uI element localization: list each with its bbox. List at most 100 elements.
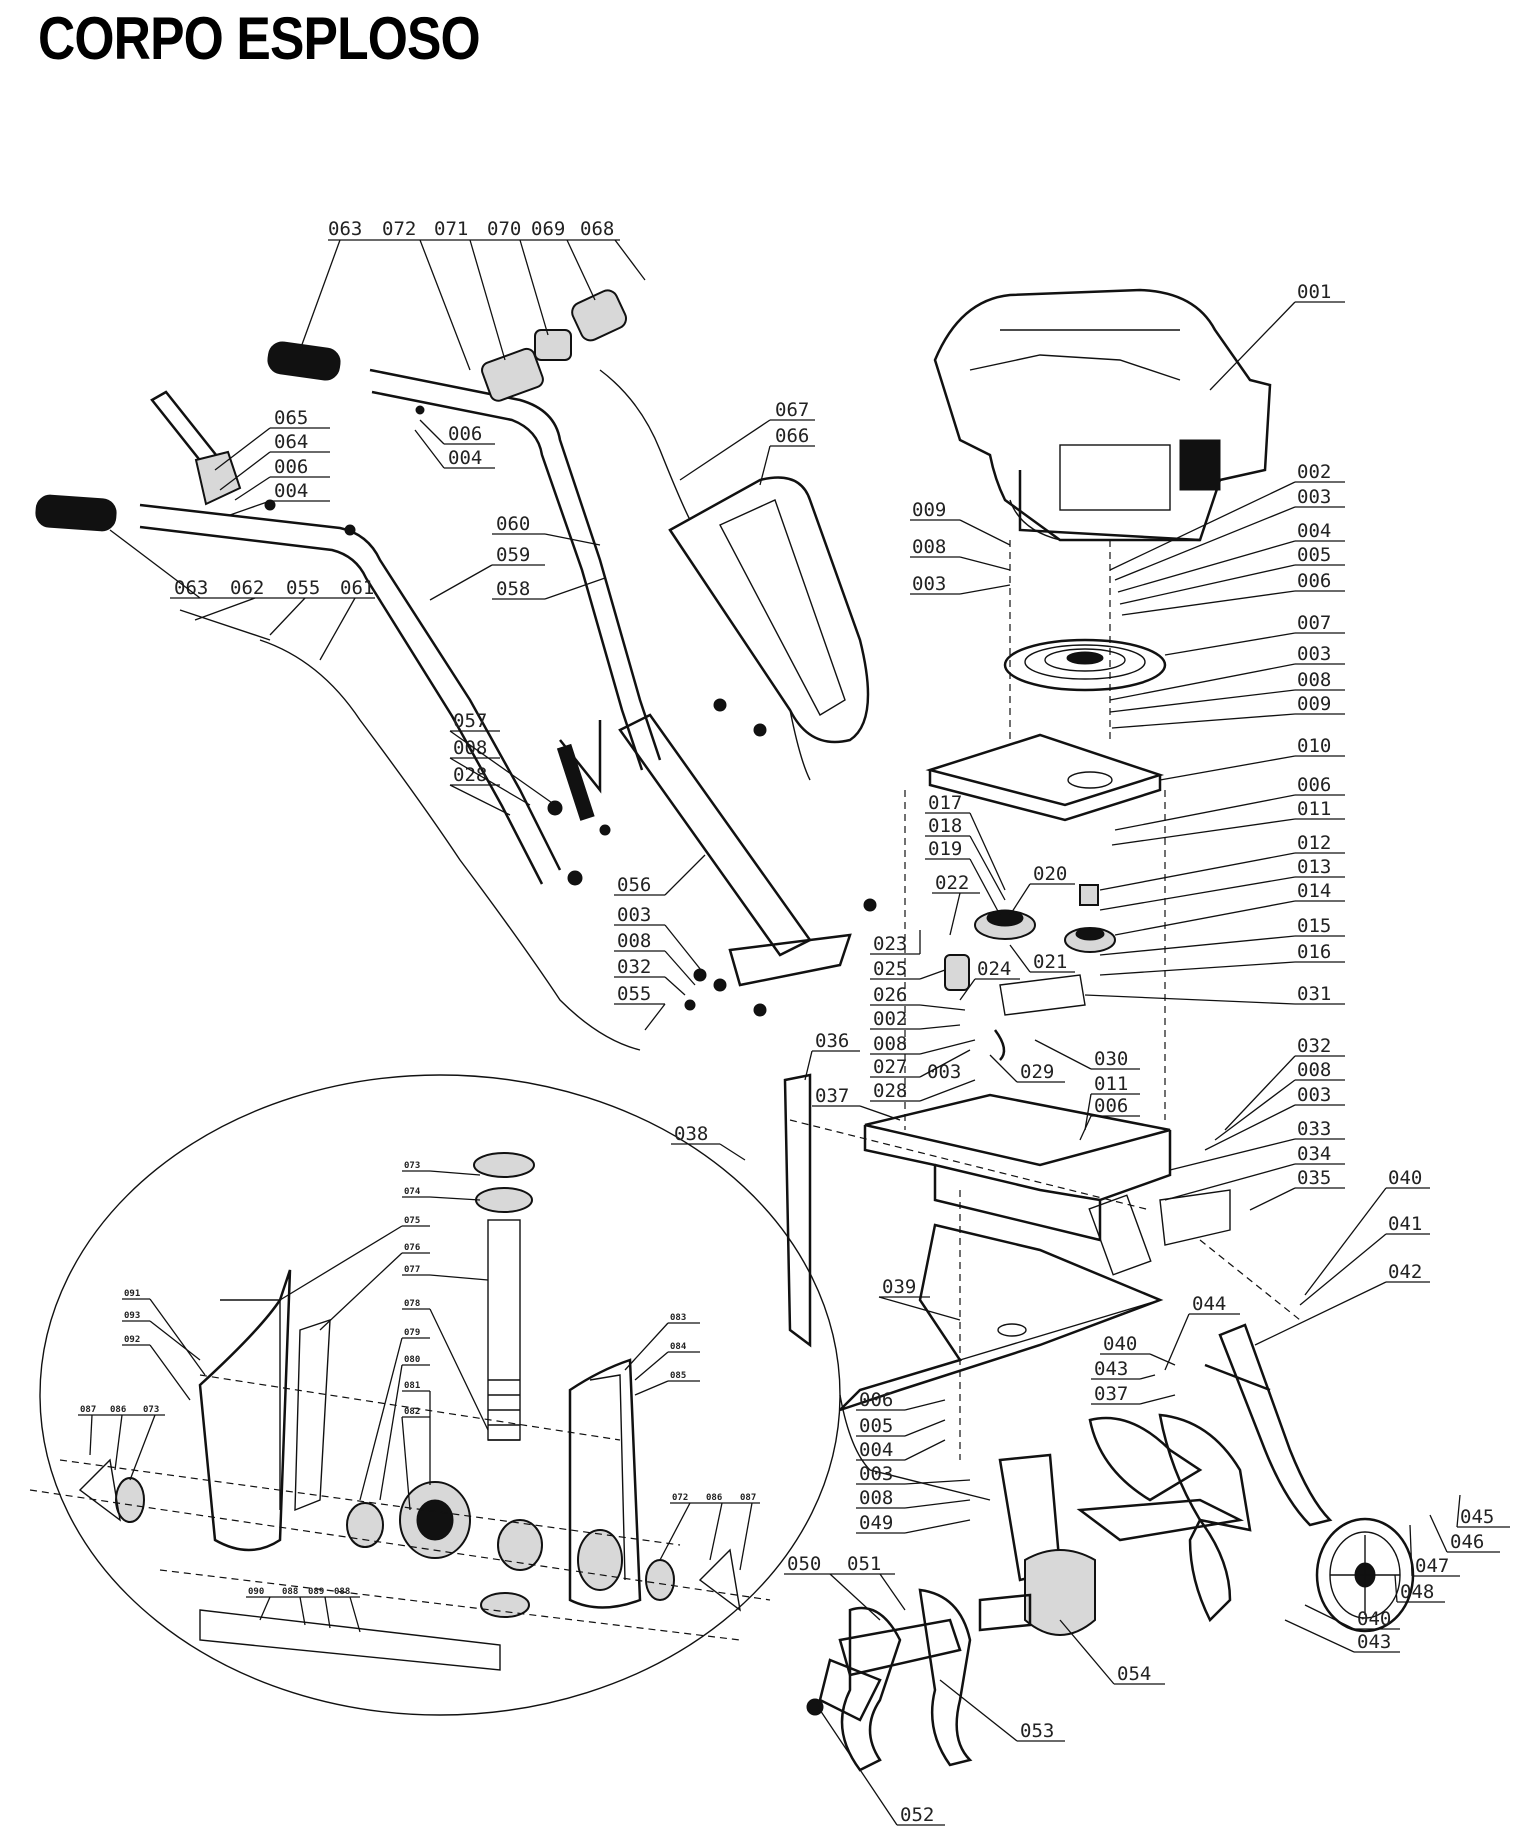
callout-052: 052: [900, 1804, 934, 1826]
callout-028-h: 028: [453, 764, 487, 786]
shield-039: [839, 1223, 1164, 1412]
callout-093: 093: [124, 1311, 140, 1321]
callout-073-l: 073: [143, 1405, 159, 1415]
callout-labels: 063 072 071 070 069 068 001 002 003 004 …: [78, 218, 1510, 1826]
inset-leaders: [78, 1170, 760, 1633]
frame-033: [863, 1093, 1231, 1276]
callout-031: 031: [1297, 983, 1331, 1005]
callout-008-m: 008: [859, 1487, 893, 1509]
callout-060: 060: [496, 513, 530, 535]
callout-066: 066: [775, 425, 809, 447]
callout-017: 017: [928, 792, 962, 814]
callout-004-hu: 004: [448, 447, 482, 469]
callout-087-r: 087: [740, 1493, 756, 1503]
callout-011-c: 011: [1094, 1073, 1128, 1095]
wheel-bracket-042: [1204, 1323, 1333, 1527]
callout-078: 078: [404, 1299, 420, 1309]
callout-036: 036: [815, 1030, 849, 1052]
handle-leaders: [109, 419, 815, 816]
callout-045: 045: [1460, 1506, 1494, 1528]
callout-012: 012: [1297, 832, 1331, 854]
callout-091: 091: [124, 1289, 140, 1299]
callout-004-m: 004: [859, 1439, 893, 1461]
callout-040-w: 040: [1357, 1608, 1391, 1630]
callout-032: 032: [1297, 1035, 1331, 1057]
callout-057: 057: [453, 710, 487, 732]
callout-002: 002: [1297, 461, 1331, 483]
callout-023: 023: [873, 933, 907, 955]
callout-080: 080: [404, 1355, 420, 1365]
callout-077: 077: [404, 1265, 420, 1275]
callout-053: 053: [1020, 1720, 1054, 1742]
callout-041: 041: [1388, 1213, 1422, 1235]
guide-lines: [789, 540, 1301, 1460]
callout-058: 058: [496, 578, 530, 600]
callout-088-b: 088: [334, 1587, 350, 1597]
wheel-048: [1315, 1517, 1415, 1633]
callout-065: 065: [274, 407, 308, 429]
depth-bar-036: [783, 1073, 812, 1348]
callout-074: 074: [404, 1187, 421, 1197]
callout-087-l: 087: [80, 1405, 96, 1415]
callout-061: 061: [340, 577, 374, 599]
callout-008-l: 008: [617, 930, 651, 952]
callout-008-c: 008: [873, 1033, 907, 1055]
callout-034: 034: [1297, 1143, 1331, 1165]
tines-left-053: [806, 1588, 973, 1772]
callout-064: 064: [274, 431, 308, 453]
callout-068: 068: [580, 218, 614, 240]
handlebar-assembly: [35, 289, 877, 1051]
tines-right: [1076, 1413, 1252, 1623]
callout-047: 047: [1415, 1555, 1449, 1577]
callout-037-m: 037: [1094, 1383, 1128, 1405]
callout-006-hl: 006: [274, 456, 308, 478]
callout-004: 004: [1297, 520, 1331, 542]
callout-040-m: 040: [1103, 1333, 1137, 1355]
gearbox-054: [978, 1453, 1096, 1636]
callout-072-r: 072: [672, 1493, 688, 1503]
callout-009-left: 009: [912, 499, 946, 521]
callout-069: 069: [531, 218, 565, 240]
engine-plate-010: [925, 733, 1165, 822]
callout-055-l: 055: [617, 983, 651, 1005]
callout-039: 039: [882, 1276, 916, 1298]
callout-063-top: 063: [328, 218, 362, 240]
callout-073-inset: 073: [404, 1161, 420, 1171]
callout-090: 090: [248, 1587, 264, 1597]
callout-043-w: 043: [1357, 1631, 1391, 1653]
callout-008-h: 008: [453, 737, 487, 759]
callout-070: 070: [487, 218, 521, 240]
callout-040: 040: [1388, 1167, 1422, 1189]
callout-013: 013: [1297, 856, 1331, 878]
callout-062: 062: [230, 577, 264, 599]
callout-079: 079: [404, 1328, 420, 1338]
callout-022: 022: [935, 872, 969, 894]
mid-pulleys: [944, 884, 1116, 1061]
callout-006-m: 006: [859, 1389, 893, 1411]
callout-081: 081: [404, 1381, 420, 1391]
callout-006-c: 006: [1094, 1095, 1128, 1117]
callout-014: 014: [1297, 880, 1331, 902]
page-title: CORPO ESPLOSO: [38, 5, 481, 72]
callout-067: 067: [775, 399, 809, 421]
callout-007: 007: [1297, 612, 1331, 634]
callout-063-bottom: 063: [174, 577, 208, 599]
engine-assembly: [933, 288, 1272, 542]
callout-003-m: 003: [859, 1463, 893, 1485]
callout-089: 089: [308, 1587, 324, 1597]
callout-006b: 006: [1297, 774, 1331, 796]
callout-035: 035: [1297, 1167, 1331, 1189]
callout-015: 015: [1297, 915, 1331, 937]
callout-001: 001: [1297, 281, 1331, 303]
callout-021: 021: [1033, 951, 1067, 973]
callout-010: 010: [1297, 735, 1331, 757]
callout-086-l: 086: [110, 1405, 126, 1415]
callout-003-left: 003: [912, 573, 946, 595]
callout-004-hl: 004: [274, 480, 308, 502]
callout-003c: 003: [1297, 1084, 1331, 1106]
callout-018: 018: [928, 815, 962, 837]
left-lower-leaders: [614, 854, 706, 1031]
pulley-007: [1003, 638, 1167, 692]
callout-048: 048: [1400, 1581, 1434, 1603]
gearbox-inset: [29, 1074, 991, 1716]
